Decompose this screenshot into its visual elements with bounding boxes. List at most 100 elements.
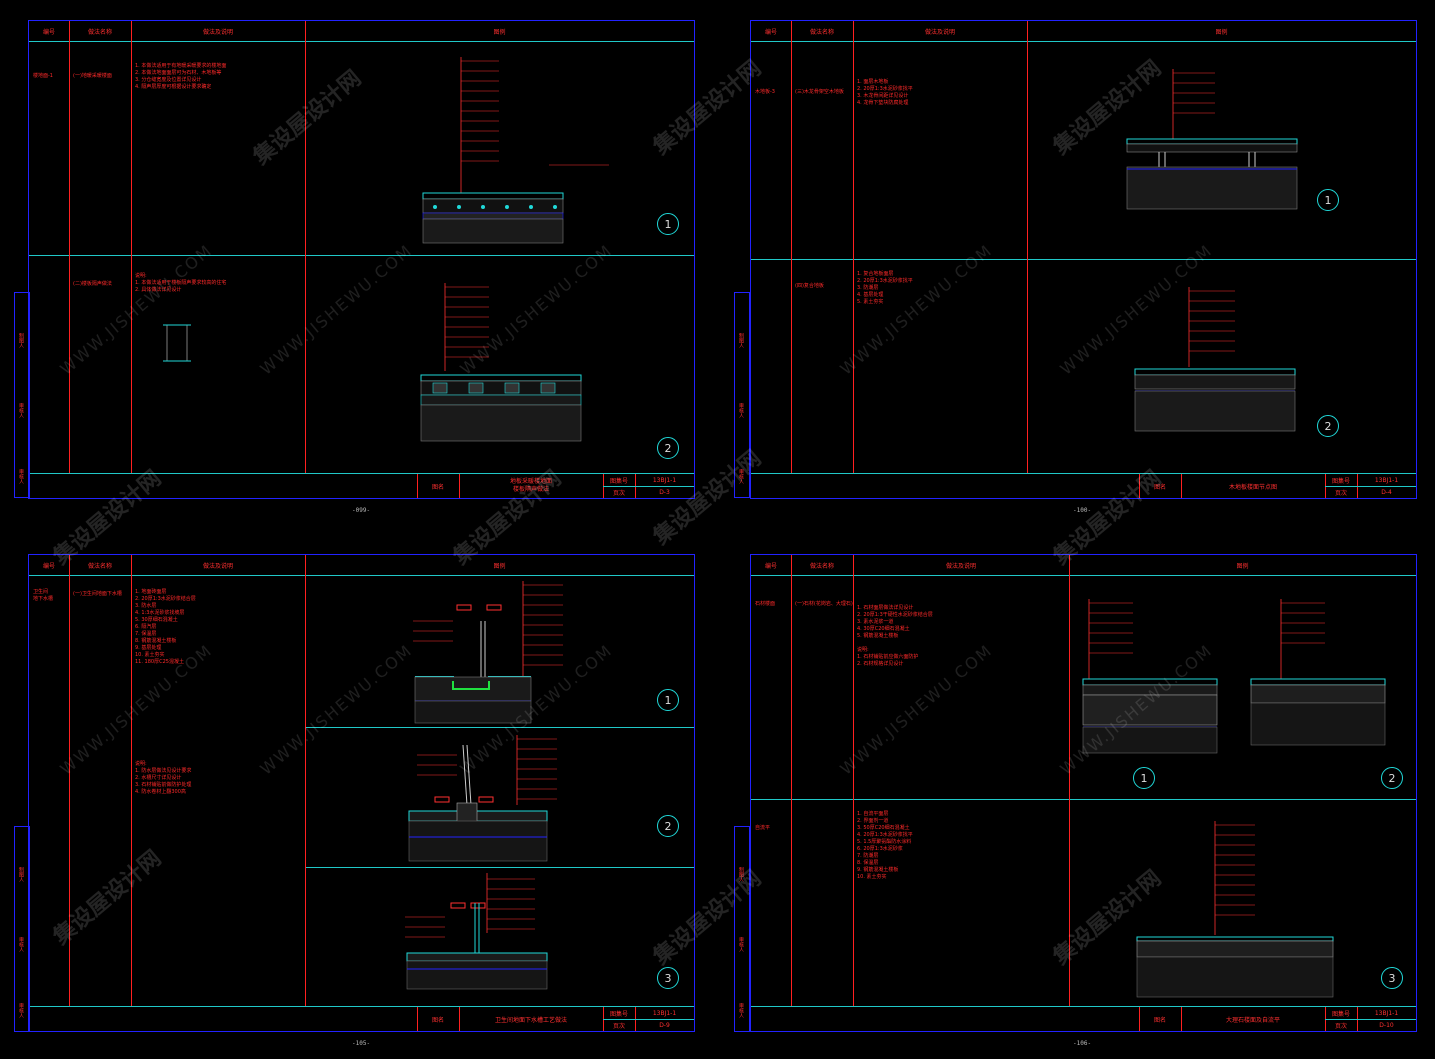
title-label: 图名 (431, 483, 444, 491)
drawing-no: 13BJ1-1 (1374, 476, 1399, 484)
row-notes: 1. 面层木地板 2. 20厚1:3水泥砂浆找平 3. 木龙骨间距详见设计 4.… (857, 79, 913, 106)
row-notes: 1. 地面砖面层 2. 20厚1:3水泥砂浆结合层 3. 防水层 4. 1:3水… (135, 589, 196, 665)
side-label: 审核人 (738, 403, 744, 418)
self-leveling-floor-detail (1136, 821, 1334, 998)
page-number: -099- (352, 507, 371, 514)
row-notes: 1. 石材面层做法详见设计 2. 20厚1:3干硬性水泥砂浆结合层 3. 素水泥… (857, 605, 933, 667)
floor-section-detail (1134, 287, 1296, 432)
row-code: 木地板-3 (755, 89, 775, 95)
drawing-title: 木地板楼面节点图 (1228, 483, 1277, 491)
drawing-no: 13BJ1-1 (652, 476, 677, 484)
row-name: (二)楼板隔声做法 (73, 281, 112, 287)
small-detail (163, 324, 191, 362)
row-notes: 说明: 1. 本做法适用于楼板隔声要求较高的住宅 2. 具体做法详见设计 (135, 273, 227, 293)
stone-floor-detail (1250, 599, 1386, 746)
title-block: 图名 地板采暖楼地面 楼板隔声做法 图集号 13BJ1-1 页次 D-3 (29, 473, 694, 498)
page-no: D-4 (1381, 488, 1392, 496)
header-notes: 做法及说明 (202, 562, 233, 570)
header-name: 做法名称 (809, 28, 834, 36)
drawing-no: 13BJ1-1 (652, 1009, 677, 1017)
title-block: 图名 木地板楼面节点图 图集号 13BJ1-1 页次 D-4 (751, 473, 1416, 498)
header-name: 做法名称 (87, 562, 112, 570)
side-label: 审核人 (738, 937, 744, 952)
page-no: D-3 (659, 488, 670, 496)
side-label: 审核人 (18, 403, 24, 418)
row-name: (三)木龙骨架空木地板 (795, 89, 844, 95)
title-label: 图名 (1153, 483, 1166, 491)
row-code: 卫生间 地下水槽 (33, 589, 54, 602)
side-label: 制图人 (738, 867, 744, 882)
side-label: 审核人 (18, 469, 24, 484)
header-no: 编号 (42, 28, 55, 36)
side-label: 审核人 (18, 937, 24, 952)
row-notes: 说明: 1. 防水层做法见设计要求 2. 水槽尺寸详见设计 3. 石材铺贴前做防… (135, 761, 192, 795)
detail-number-badge: 1 (1317, 189, 1339, 211)
detail-number-badge: 1 (1133, 767, 1155, 789)
page-number: -100- (1073, 507, 1092, 514)
detail-number-badge: 2 (1381, 767, 1403, 789)
drawing-no-label: 图集号 (1331, 477, 1350, 485)
header-diagram: 图例 (493, 28, 506, 36)
title-block: 图名 大理石楼面及自流平 图集号 13BJ1-1 页次 D-10 (751, 1006, 1416, 1031)
header-diagram: 图例 (493, 562, 506, 570)
header-diagram: 图例 (1215, 28, 1228, 36)
header-no: 编号 (764, 562, 777, 570)
side-label: 审核人 (738, 469, 744, 484)
detail-number-badge: 2 (657, 437, 679, 459)
side-strip: 制图人 审核人 审核人 (14, 292, 30, 498)
drawing-no-label: 图集号 (609, 1010, 628, 1018)
page-no: D-10 (1379, 1021, 1394, 1029)
header-name: 做法名称 (87, 28, 112, 36)
header-notes: 做法及说明 (924, 28, 955, 36)
side-label: 审核人 (18, 1003, 24, 1018)
row-name: (一)卫生间地面下水槽 (73, 591, 122, 597)
detail-number-badge: 1 (657, 213, 679, 235)
drawing-no-label: 图集号 (1331, 1010, 1350, 1018)
drawing-sheet: 编号 做法名称 做法及说明 图例 楼地面-1 (一)地暖采暖楼面 1. 本做法适… (28, 20, 695, 499)
side-strip: 制图人 审核人 审核人 (734, 292, 750, 498)
header-name: 做法名称 (809, 562, 834, 570)
detail-number-badge: 2 (1317, 415, 1339, 437)
drain-section-detail (408, 735, 557, 862)
page-number: -106- (1073, 1040, 1092, 1047)
title-label: 图名 (1153, 1016, 1166, 1024)
drawing-title: 地板采暖楼地面 楼板隔声做法 (509, 478, 552, 493)
row-code: 自流平 (755, 825, 771, 831)
page-label: 页次 (1334, 489, 1347, 497)
title-block: 图名 卫生间地面下水槽工艺做法 图集号 13BJ1-1 页次 D-9 (29, 1006, 694, 1031)
detail-number-badge: 1 (657, 689, 679, 711)
row-name: (一)地暖采暖楼面 (73, 73, 112, 79)
row-name: (四)复合地板 (795, 283, 824, 289)
header-no: 编号 (42, 562, 55, 570)
page-number: -105- (352, 1040, 371, 1047)
page-no: D-9 (659, 1021, 670, 1029)
drawing-no: 13BJ1-1 (1374, 1009, 1399, 1017)
row-name: (一)石材(花岗岩、大理石) (795, 601, 853, 607)
page-label: 页次 (612, 489, 625, 497)
row-notes: 1. 自流平面层 2. 界面剂一道 3. 50厚C20细石混凝土 4. 20厚1… (857, 811, 913, 880)
header-notes: 做法及说明 (202, 28, 233, 36)
drawing-sheet: 编号 做法名称 做法及说明 图例 木地板-3 (三)木龙骨架空木地板 1. 面层… (750, 20, 1417, 499)
drain-section-detail (405, 873, 548, 990)
detail-number-badge: 2 (657, 815, 679, 837)
drawing-sheet: 编号 做法名称 做法及说明 图例 卫生间 地下水槽 (一)卫生间地面下水槽 1.… (28, 554, 695, 1032)
side-label: 制图人 (738, 333, 744, 348)
floor-section-detail (422, 57, 609, 244)
drain-section-detail (413, 581, 563, 724)
side-strip: 制图人 审核人 审核人 (14, 826, 30, 1032)
detail-number-badge: 3 (1381, 967, 1403, 989)
drawing-no-label: 图集号 (609, 477, 628, 485)
page-label: 页次 (612, 1022, 625, 1030)
floor-section-detail (1126, 69, 1298, 210)
side-label: 制图人 (18, 867, 24, 882)
header-diagram: 图例 (1236, 562, 1249, 570)
detail-number-badge: 3 (657, 967, 679, 989)
page-label: 页次 (1334, 1022, 1347, 1030)
row-code: 石材楼面 (755, 601, 776, 607)
side-label: 审核人 (738, 1003, 744, 1018)
header-no: 编号 (764, 28, 777, 36)
stone-floor-detail (1082, 599, 1218, 754)
row-notes: 1. 本做法适用于有地暖采暖要求的楼地面 2. 本做法地面面层可为石材、木地板等… (135, 63, 227, 90)
row-code: 楼地面-1 (33, 73, 53, 79)
row-notes: 1. 复合地板面层 2. 20厚1:3水泥砂浆找平 3. 防潮层 4. 基层处理… (857, 271, 913, 305)
